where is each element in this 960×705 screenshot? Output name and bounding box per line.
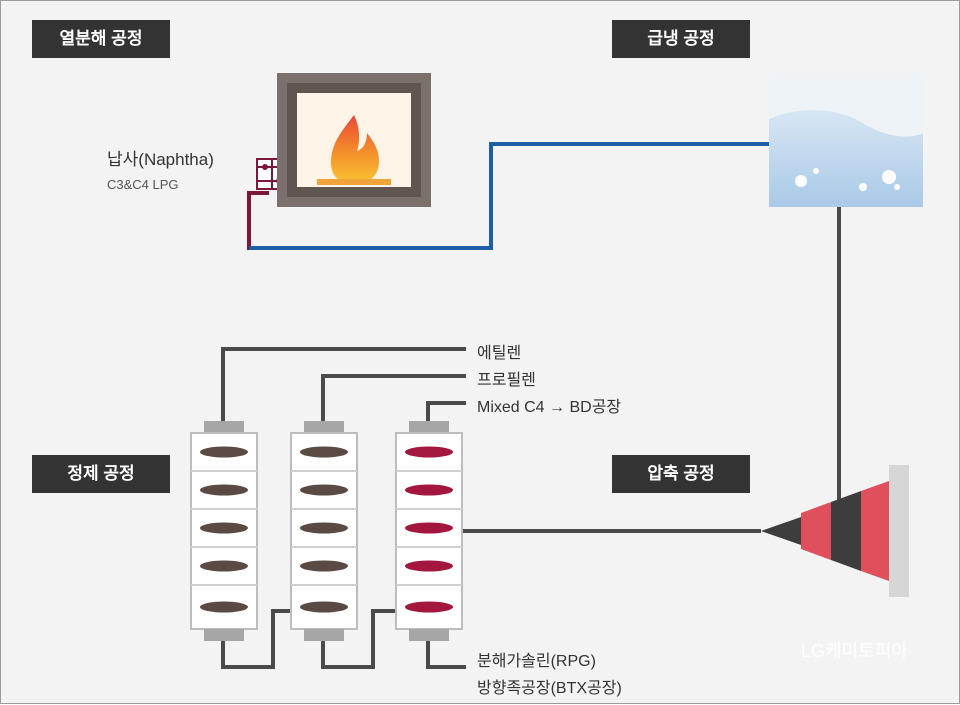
feed-naphtha-label: 납사(Naphtha) — [107, 150, 214, 169]
stage-tag-quench: 급냉 공정 — [612, 20, 750, 58]
column-2-icon — [290, 421, 358, 641]
product-ethylene-label: 에틸렌 — [477, 345, 522, 362]
column1-bottom-line — [221, 609, 293, 669]
product-propylene-label: 프로필렌 — [477, 372, 536, 389]
feed-lpg-label: C3&C4 LPG — [107, 177, 179, 192]
furnace-icon — [277, 73, 431, 207]
product-mixed-c4-label: Mixed C4 → BD공장 — [477, 399, 622, 416]
flame-icon — [331, 115, 379, 184]
column2-bottom-line — [321, 609, 395, 669]
stage-tag-purification: 정제 공정 — [32, 455, 170, 493]
compressor-icon — [761, 465, 909, 597]
ethylene-line — [221, 347, 466, 423]
mixed-c4-line — [426, 401, 466, 423]
quench-tank-icon — [769, 73, 923, 207]
feed-pipe — [247, 191, 269, 250]
watermark: LG케미토피아 — [801, 641, 908, 661]
propylene-line — [321, 374, 466, 423]
product-btx-label: 방향족공장(BTX공장) — [477, 680, 622, 697]
column-3-icon — [395, 421, 463, 641]
stage-tag-compression: 압축 공정 — [612, 455, 750, 493]
rpg-line — [426, 639, 466, 669]
stage-tag-pyrolysis: 열분해 공정 — [32, 20, 170, 58]
product-rpg-label: 분해가솔린(RPG) — [477, 653, 596, 670]
furnace-to-quench-pipe — [249, 142, 771, 250]
column-1-icon — [190, 421, 258, 641]
